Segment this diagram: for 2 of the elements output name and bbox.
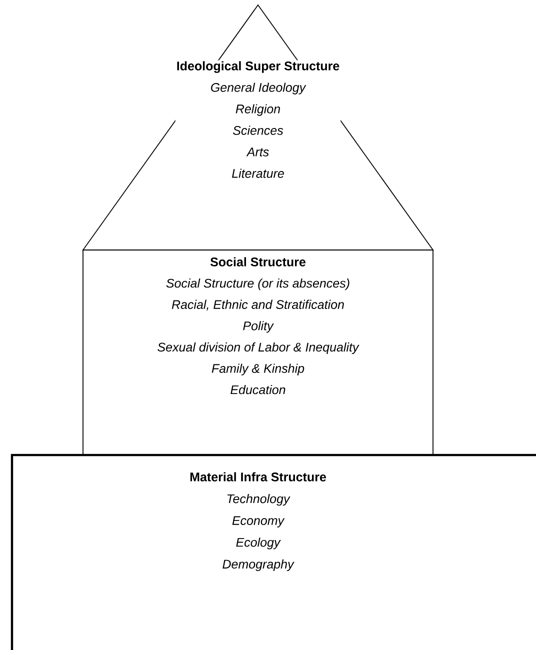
section-box: Social Structure Social Structure (or its absences) Racial, Ethnic and Stratification Polity Sexual division of Labor & Inequality Family & Kinship Education <box>82 250 434 456</box>
section-box: Material Infra Structure Technology Economy Ecology Demography <box>10 454 536 650</box>
